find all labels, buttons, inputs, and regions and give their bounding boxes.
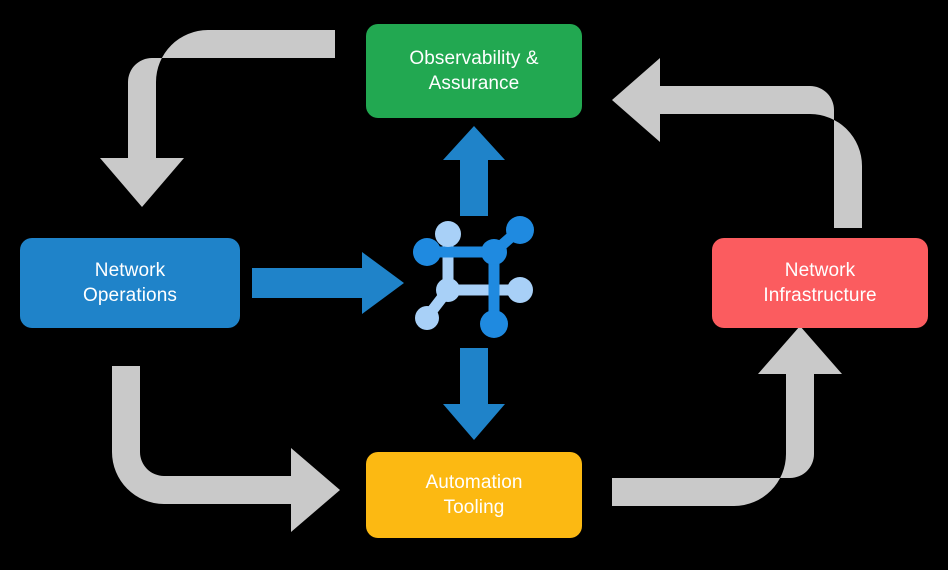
node-label-network-operations: Network Operations	[83, 259, 177, 306]
node-label-automation-tooling: Automation Tooling	[425, 471, 523, 518]
node-automation-tooling[interactable]: Automation Tooling	[366, 452, 582, 538]
connector-center-to-observability	[443, 126, 505, 216]
connector-ops-to-automation	[112, 366, 340, 532]
node-network-infrastructure[interactable]: Network Infrastructure	[712, 238, 928, 328]
node-observability-and-assurance[interactable]: Observability & Assurance	[366, 24, 582, 118]
node-network-operations[interactable]: Network Operations	[20, 238, 240, 328]
network-topology-icon	[412, 215, 542, 345]
connector-ops-to-center	[252, 252, 404, 314]
network-topology-glyph	[413, 216, 534, 338]
connector-center-to-automation	[443, 348, 505, 440]
topology-nodes-dark	[413, 216, 534, 338]
connector-automation-to-infrastructure	[612, 326, 842, 506]
connector-observability-to-ops	[100, 30, 335, 207]
node-label-network-infrastructure: Network Infrastructure	[763, 259, 877, 306]
node-label-observability: Observability & Assurance	[409, 47, 539, 94]
connector-infrastructure-to-observability	[612, 58, 862, 228]
topology-nodes-light	[415, 221, 533, 330]
